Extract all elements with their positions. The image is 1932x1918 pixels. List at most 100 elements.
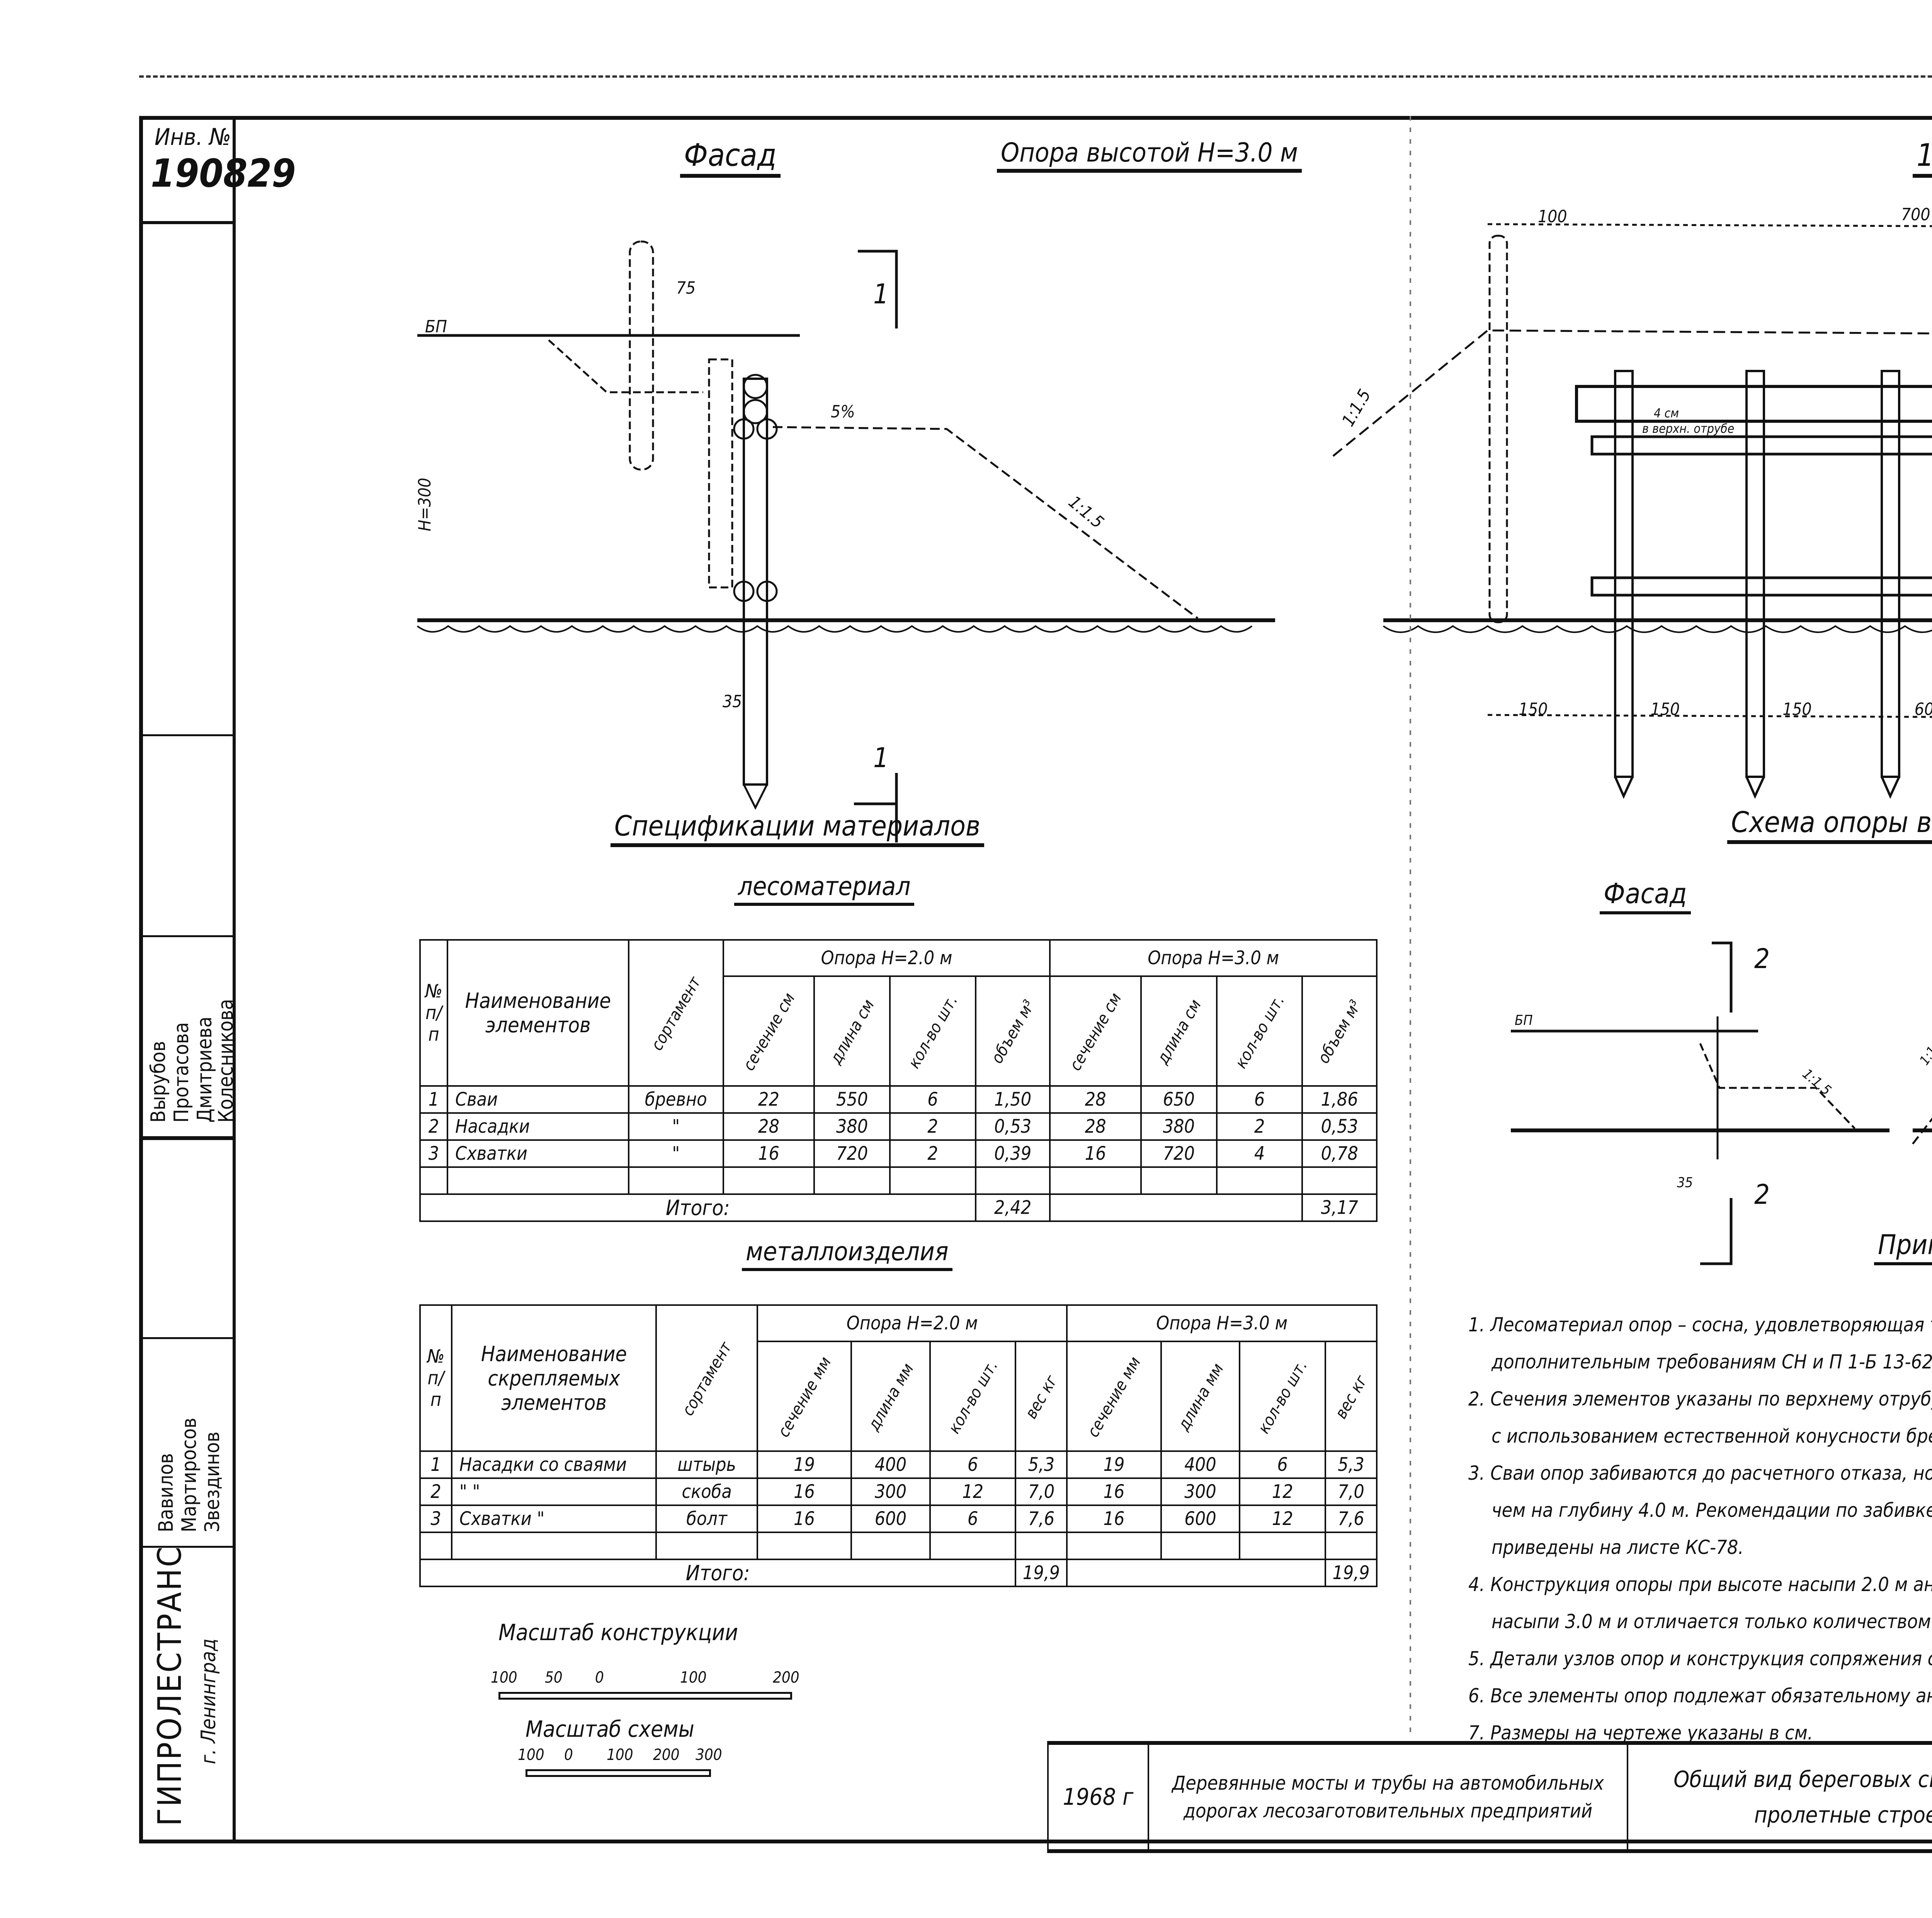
cut-mark-1-bottom: 1 <box>873 742 889 774</box>
names-cell-1: Вырубов Протасова Дмитриева Колесникова <box>139 935 238 1136</box>
inventory-number: 190829 <box>151 151 296 196</box>
label-dim-700: 700 <box>1901 205 1930 225</box>
construction-scale: Масштаб конструкции 100 50 0 100 200 <box>491 1619 799 1700</box>
total-3m: 3,17 <box>1301 1193 1378 1222</box>
note-line: с использованием естественной конусности… <box>1492 1425 1932 1447</box>
total-row: Итого: 19,9 19,9 <box>419 1559 1378 1587</box>
th-section: сечение см <box>722 975 815 1087</box>
th-length: длина мм <box>850 1341 931 1452</box>
facade-3m-subtitle: Опора высотой H=3.0 м <box>997 139 1302 173</box>
construction-scale-label: Масштаб конструкции <box>498 1619 738 1646</box>
scale-bar <box>526 1769 711 1777</box>
th-no: № п/п <box>419 1304 452 1452</box>
signature-cell <box>139 734 236 935</box>
inventory-box: Инв. № 190829 <box>139 116 296 224</box>
th-section: сечение мм <box>1066 1341 1162 1452</box>
sheet-title: Общий вид береговых свайных опор высотой… <box>1627 1745 1932 1849</box>
th-group-2m: Опора H=2.0 м <box>722 939 1051 977</box>
th-qty: кол-во шт. <box>889 975 976 1087</box>
spacing: 60 <box>1914 699 1932 719</box>
names-cell-2: Вавилов Мартиросов Звездинов <box>139 1337 236 1546</box>
top-trim-line <box>139 75 1932 78</box>
side-column <box>139 116 236 1843</box>
metal-table: № п/п Наименование скрепляемых элементов… <box>419 1304 1378 1587</box>
section-1-1-title: 1-1 <box>1913 139 1932 178</box>
th-volume: объем м³ <box>975 975 1051 1087</box>
scheme-2m-title: Схема опоры высотой H=2.0 м <box>1727 807 1932 844</box>
th-length: длина см <box>813 975 891 1087</box>
th-qty: кол-во шт. <box>1216 975 1303 1087</box>
total-row: Итого: 2,42 3,17 <box>419 1193 1378 1222</box>
organization-cell: ГИПРОЛЕСТРАНС г. Ленинград <box>139 1545 236 1843</box>
notes-title: Примечания: <box>1874 1229 1932 1265</box>
scheme-scale-label: Масштаб схемы <box>526 1716 694 1742</box>
label-bp-2m: БП <box>1515 1013 1533 1028</box>
drawing-frame <box>139 116 1932 1843</box>
total-2m: 2,42 <box>975 1193 1051 1222</box>
pile-spacing-row-1-1: 150 150 150 60 150 150 150 <box>1519 699 1932 719</box>
note-line: 7. Размеры на чертеже указаны в см. <box>1468 1722 1813 1744</box>
th-volume: объем м³ <box>1301 975 1378 1087</box>
metal-table-title: металлоизделия <box>742 1237 952 1271</box>
th-group-3m: Опора H=3.0 м <box>1049 939 1378 977</box>
th-name: Наименование элементов <box>447 939 629 1087</box>
th-length: длина см <box>1140 975 1218 1087</box>
total-2m: 19,9 <box>1015 1559 1068 1587</box>
title-year: 1968 г <box>1047 1745 1148 1849</box>
approval-stamp: Вырубов Протасова Дмитриева Колесникова … <box>139 734 238 1843</box>
label-dim-100-left: 100 <box>1538 207 1567 226</box>
spacing: 150 <box>1650 699 1680 719</box>
hewn-note-1: 4 см <box>1654 406 1679 420</box>
inventory-label: Инв. № <box>155 124 231 151</box>
label-dim-75: 75 <box>676 278 696 298</box>
note-line: приведены на листе КС-78. <box>1492 1536 1744 1559</box>
th-section: сечение см <box>1049 975 1142 1087</box>
label-slope-pct: 5% <box>831 402 855 422</box>
th-group-2m: Опора H=2.0 м <box>756 1304 1068 1342</box>
th-weight: вес кг <box>1015 1341 1068 1452</box>
spacing: 150 <box>1519 699 1548 719</box>
th-no: № п/п <box>419 939 449 1087</box>
th-assortment: сортамент <box>655 1304 758 1452</box>
cut-mark-2-top: 2 <box>1754 943 1770 975</box>
cut-mark-2-bottom: 2 <box>1754 1179 1770 1210</box>
timber-table: № п/п Наименование элементов сортамент О… <box>419 939 1378 1222</box>
note-line: 5. Детали узлов опор и конструкция сопря… <box>1468 1647 1932 1670</box>
specification-title: Спецификации материалов <box>611 811 985 847</box>
note-line: 4. Конструкция опоры при высоте насыпи 2… <box>1468 1573 1932 1596</box>
th-qty: кол-во шт. <box>929 1341 1017 1452</box>
scheme-scale: Масштаб схемы 100 0 100 200 300 <box>518 1716 722 1777</box>
th-assortment: сортамент <box>628 939 724 1087</box>
th-qty: кол-во шт. <box>1239 1341 1327 1452</box>
scale-bar <box>498 1692 792 1700</box>
series-title: Деревянные мосты и трубы на автомобильны… <box>1148 1745 1627 1849</box>
label-dim-35-2m: 35 <box>1677 1175 1693 1191</box>
note-line: чем на глубину 4.0 м. Рекомендации по за… <box>1492 1499 1932 1521</box>
title-block: 1968 г Деревянные мосты и трубы на автом… <box>1047 1741 1932 1853</box>
note-line: насыпи 3.0 м и отличается только количес… <box>1492 1610 1932 1633</box>
th-name: Наименование скрепляемых элементов <box>451 1304 657 1452</box>
spacing: 150 <box>1782 699 1812 719</box>
th-group-3m: Опора H=3.0 м <box>1066 1304 1378 1342</box>
label-bp: БП <box>425 317 447 337</box>
notes-list: 1. Лесоматериал опор – сосна, удовлетвор… <box>1468 1306 1932 1751</box>
total-3m: 19,9 <box>1325 1559 1378 1587</box>
signature-cell-2 <box>139 1136 236 1337</box>
facade-2m-title: Фасад <box>1600 877 1691 914</box>
cut-mark-1-top: 1 <box>873 278 889 310</box>
note-line: дополнительным требованиям СН и П 1-Б 13… <box>1492 1351 1932 1373</box>
timber-table-title: лесоматериал <box>734 871 915 906</box>
facade-3m-title: Фасад <box>680 139 781 178</box>
hewn-note-2: в верхн. отрубе <box>1642 421 1735 436</box>
note-line: 1. Лесоматериал опор – сосна, удовлетвор… <box>1468 1314 1932 1336</box>
th-length: длина мм <box>1160 1341 1241 1452</box>
note-line: 2. Сечения элементов указаны по верхнему… <box>1468 1388 1932 1410</box>
note-line: 3. Сваи опор забиваются до расчетного от… <box>1468 1462 1932 1484</box>
